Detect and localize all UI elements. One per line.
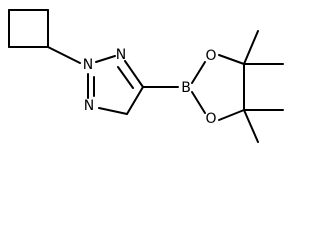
methyl-top-up	[243, 30, 259, 65]
dioxaborolane-ring	[191, 54, 245, 121]
cyclobutyl-ring	[8, 9, 49, 48]
triazole-double-bond-n3-c4	[117, 66, 134, 89]
atom-label-n2: N	[83, 57, 93, 73]
triazole-bond-c5-n1	[98, 107, 128, 115]
methyl-groups	[243, 30, 284, 143]
cyclobutyl-n2-bond	[47, 46, 81, 64]
triazole-bond-c4-c5	[126, 86, 144, 115]
boron-o-bottom-bond	[191, 91, 206, 114]
boron-o-top-bond	[191, 61, 206, 84]
methyl-bottom-down	[243, 109, 259, 143]
atom-label-boron: B	[181, 80, 191, 96]
triazole-bond-n3-c4	[124, 60, 144, 88]
atom-label-oxygen-top: O	[205, 48, 216, 64]
o-bottom-c-bond	[218, 109, 245, 121]
triazole-ring	[87, 55, 144, 115]
atom-label-n3: N	[116, 47, 126, 63]
atom-label-oxygen-bottom: O	[205, 111, 216, 127]
molecule-structure: N N N B O O	[8, 9, 284, 143]
o-top-c-bond	[218, 54, 245, 65]
atom-label-n1: N	[84, 98, 94, 114]
triazole-bond-n2-n3	[95, 55, 116, 63]
